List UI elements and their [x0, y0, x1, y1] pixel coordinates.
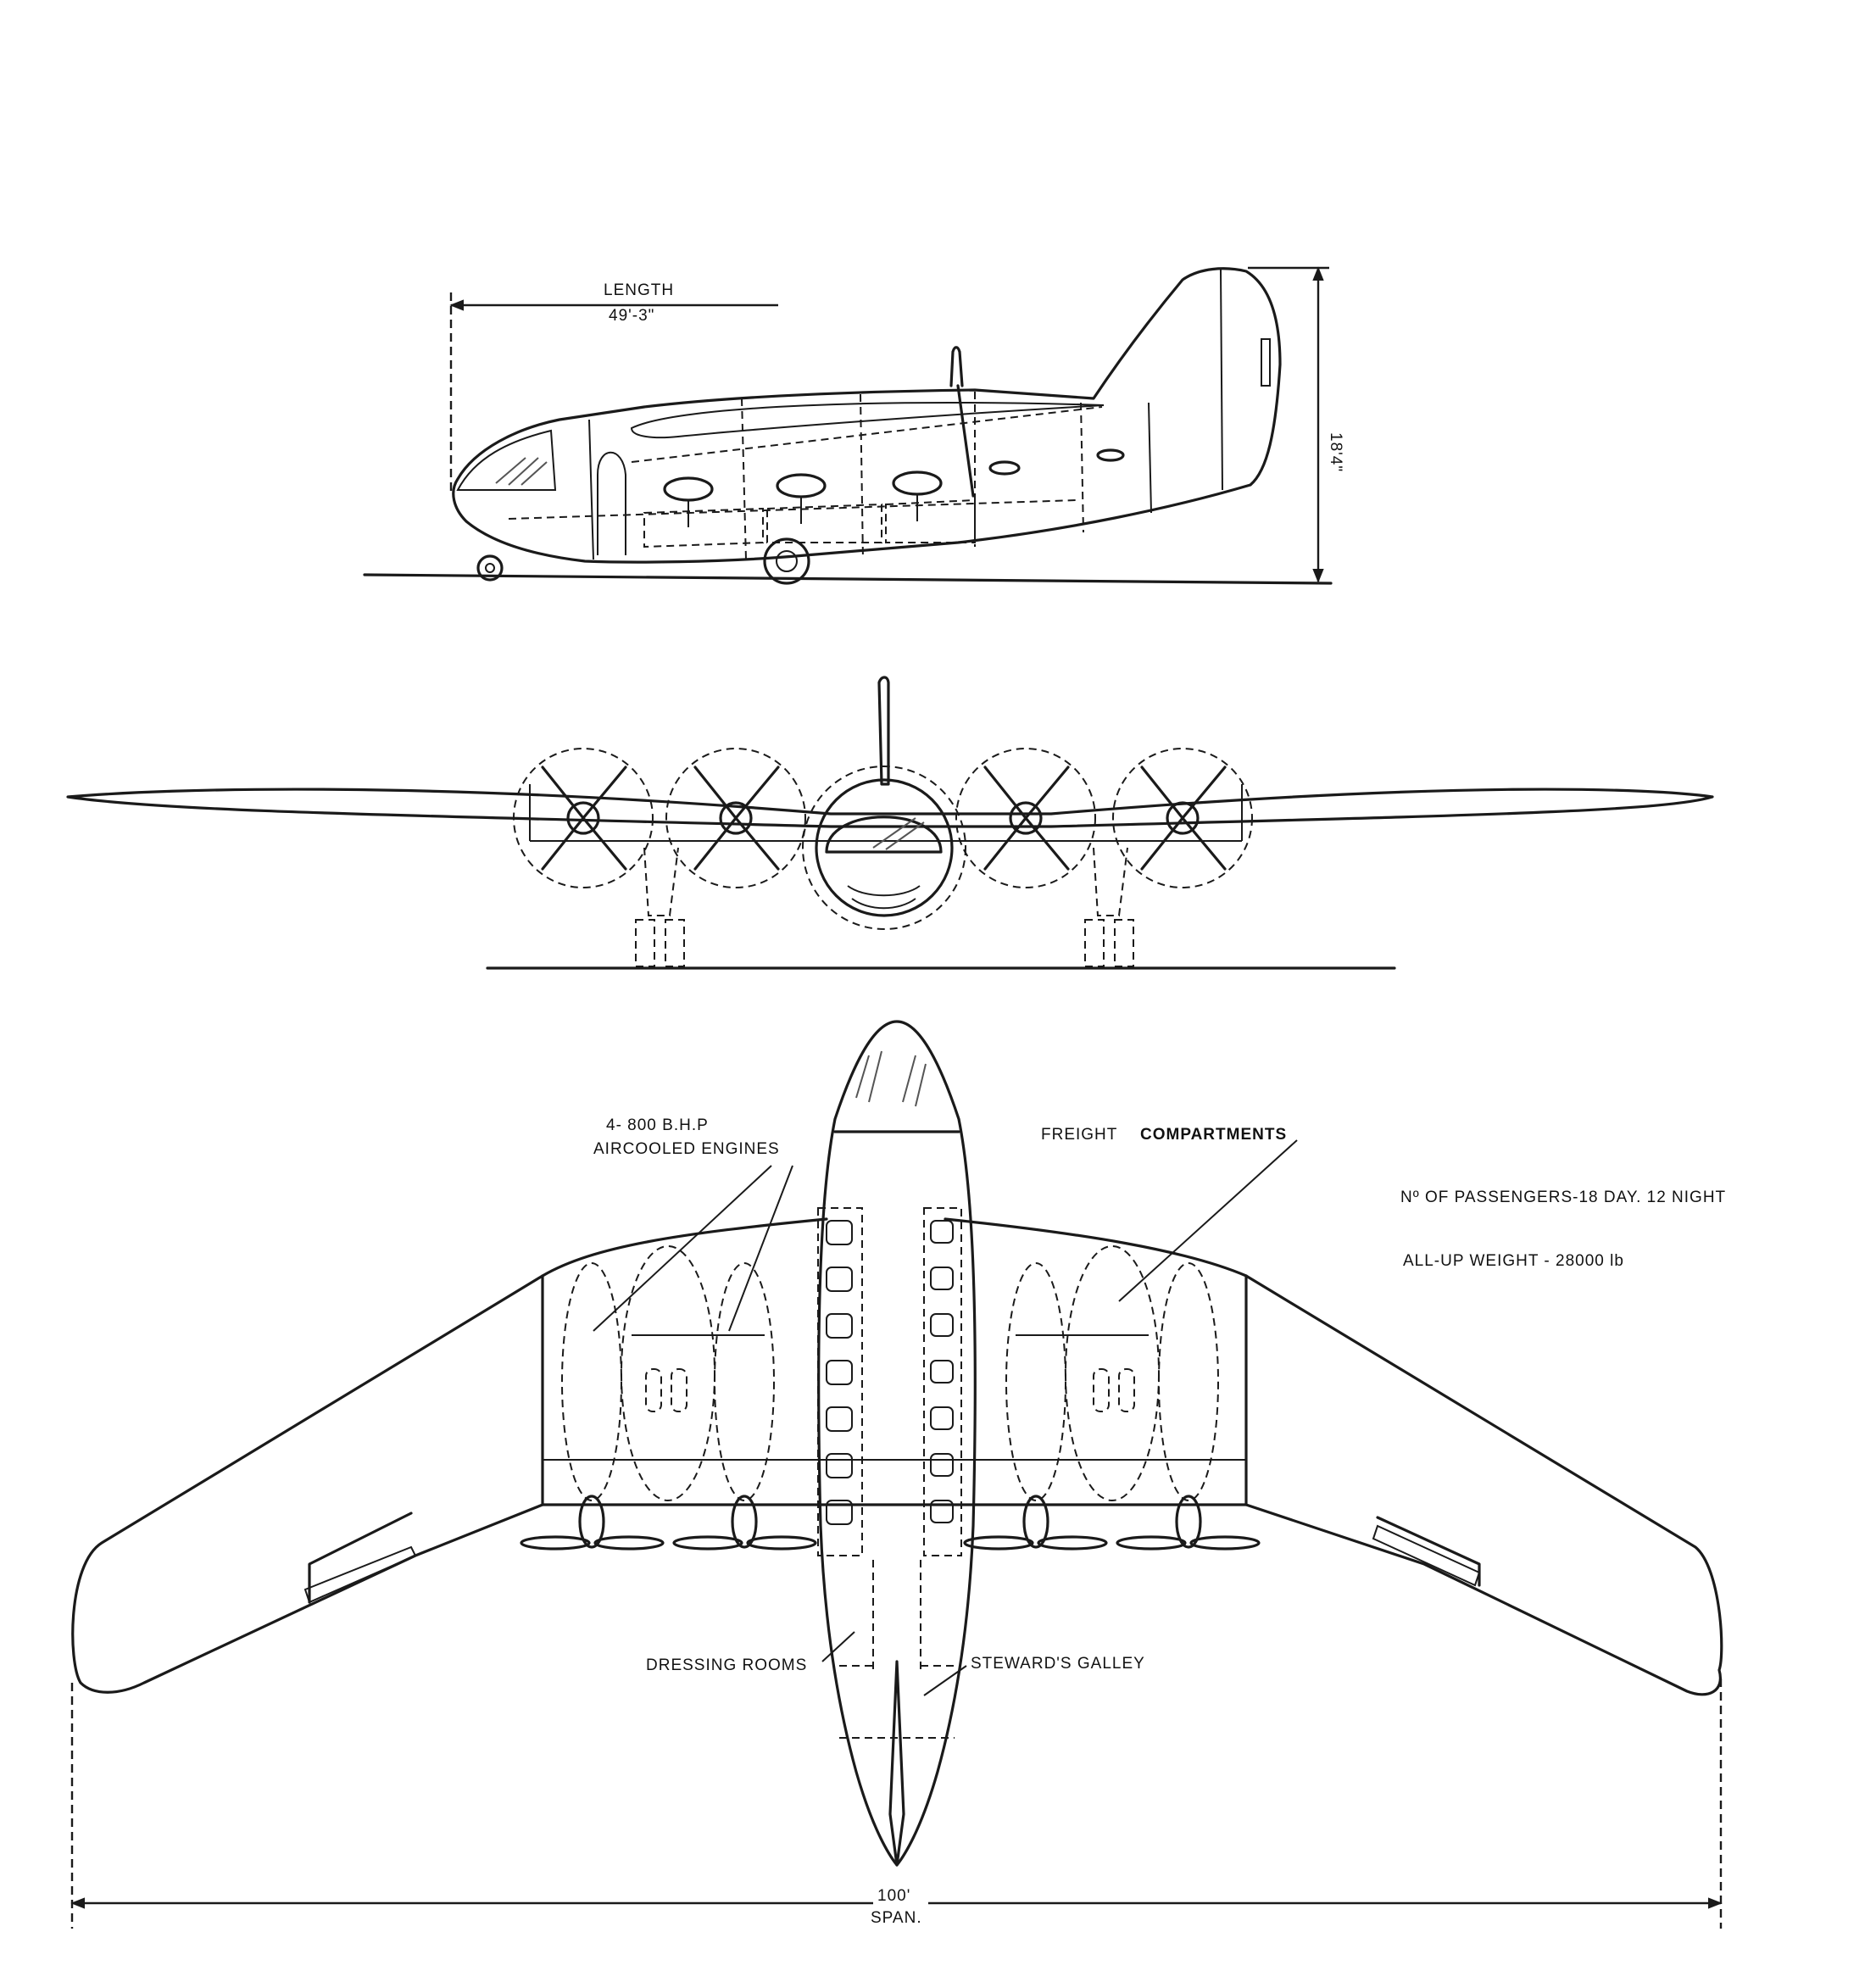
side-window-3 [892, 470, 943, 496]
engines-leader-1 [593, 1165, 772, 1332]
side-entry-door [597, 451, 626, 555]
front-right-gear-leg [1093, 847, 1128, 916]
plan-wing-outline [71, 1217, 1723, 1696]
freight-label-b: COMPARTMENTS [1140, 1126, 1287, 1144]
engines-leader-2 [728, 1165, 793, 1332]
side-ground-line [363, 573, 1333, 585]
plan-passenger-seats [817, 1207, 962, 1556]
plan-view: 4- 800 B.H.P AIRCOOLED ENGINES FREIGHT C… [70, 1020, 1726, 1929]
dressing-leader [821, 1631, 855, 1662]
front-windscreen [825, 816, 943, 854]
side-rudder-hinge [1220, 269, 1223, 491]
side-fuselage-outline [452, 267, 1282, 564]
front-elevation-view [66, 676, 1714, 970]
stewards-galley-label: STEWARD'S GALLEY [971, 1655, 1145, 1673]
plan-engine-nacelles [520, 1262, 1261, 1551]
span-label: SPAN. [871, 1909, 922, 1927]
freight-label-a: FREIGHT [1041, 1126, 1117, 1144]
front-propellers [513, 748, 1253, 888]
front-left-gear-leg [643, 847, 679, 916]
passengers-label: Nº OF PASSENGERS-18 DAY. 12 NIGHT [1400, 1189, 1726, 1206]
engines-label-line1: 4- 800 B.H.P [606, 1116, 709, 1134]
front-fin [877, 676, 890, 786]
side-elevation-view: LENGTH 49'-3" 18'4" [363, 266, 1344, 585]
engines-label-line2: AIRCOOLED ENGINES [593, 1140, 780, 1158]
length-value: 49'-3" [609, 307, 654, 325]
side-antenna-mast [949, 346, 964, 387]
side-trim-tab [1261, 338, 1271, 387]
front-wing-outline [66, 788, 1714, 828]
plan-right-aileron [1372, 1524, 1481, 1587]
weight-label: ALL-UP WEIGHT - 28000 lb [1403, 1252, 1624, 1270]
side-wing-section [630, 402, 1105, 439]
side-window-4 [988, 460, 1021, 476]
dressing-rooms-label: DRESSING ROOMS [646, 1656, 807, 1674]
plan-freight-compartments [621, 1245, 1160, 1501]
side-window-2 [776, 473, 827, 498]
galley-leader [923, 1665, 967, 1696]
side-main-wheel [763, 537, 810, 585]
plan-tailplane [888, 1660, 905, 1867]
side-cockpit-glazing [456, 429, 557, 491]
plan-left-aileron [303, 1545, 417, 1604]
front-fuselage [815, 778, 954, 917]
length-label: LENGTH [604, 281, 674, 299]
height-value: 18'4" [1327, 432, 1344, 472]
side-window-1 [663, 476, 714, 502]
side-window-5 [1096, 448, 1125, 462]
freight-leader [1118, 1139, 1298, 1302]
side-nose-wheel [476, 554, 504, 582]
span-value: 100' [877, 1887, 910, 1905]
